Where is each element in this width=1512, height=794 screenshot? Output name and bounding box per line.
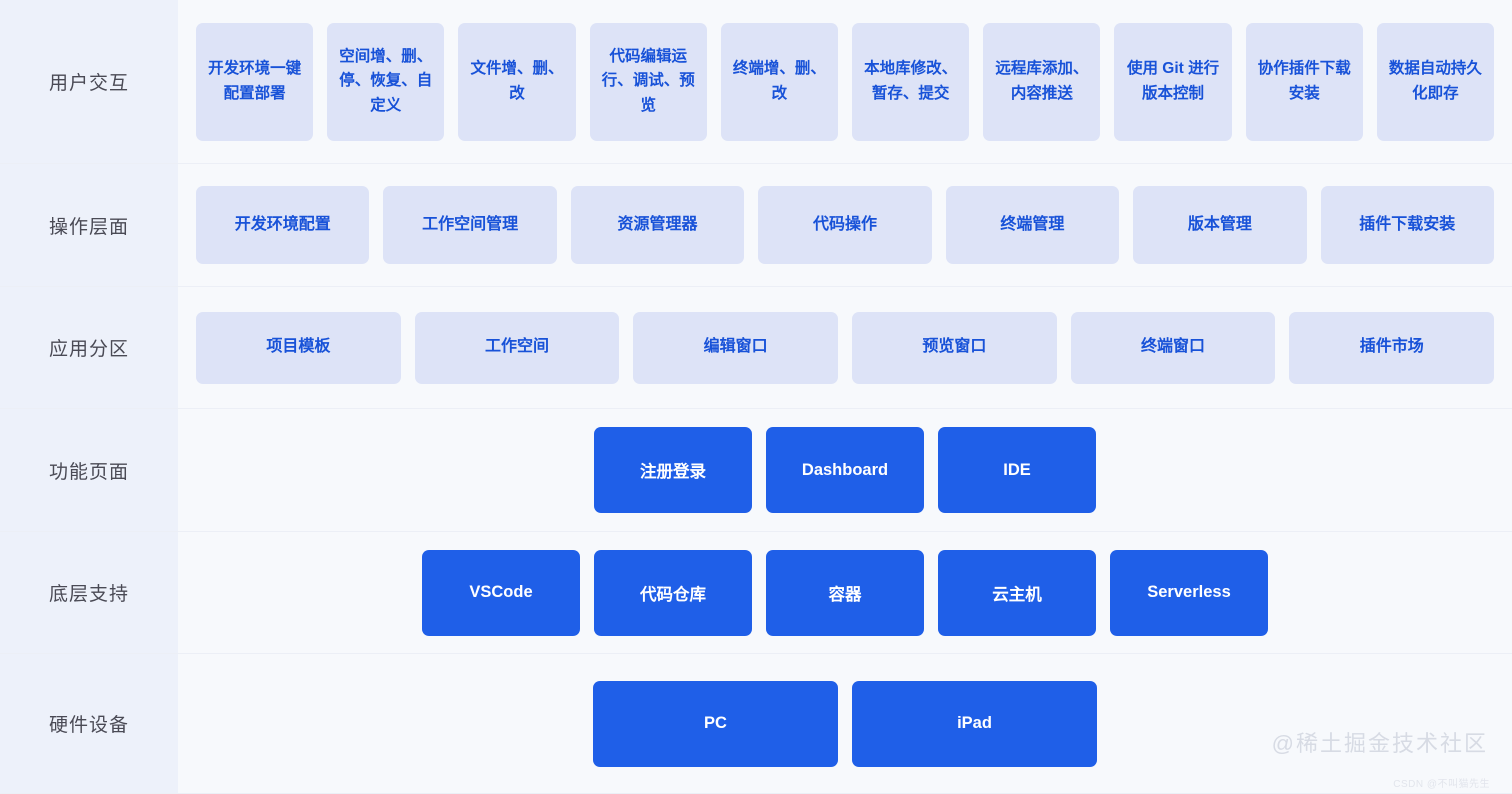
card-item[interactable]: 文件增、删、改: [458, 22, 576, 141]
row-label-app-zone: 应用分区: [0, 287, 178, 408]
card-item[interactable]: 代码仓库: [594, 549, 752, 636]
card-item[interactable]: 注册登录: [594, 427, 752, 513]
row-label-infrastructure: 底层支持: [0, 532, 178, 653]
card-item[interactable]: 开发环境配置: [196, 186, 370, 264]
card-item[interactable]: 开发环境一键配置部署: [196, 22, 314, 141]
card-item[interactable]: 终端管理: [945, 186, 1120, 264]
card-item[interactable]: VSCode: [422, 549, 580, 636]
row-body-app-zone: 项目模板 工作空间 编辑窗口 预览窗口 终端窗口 插件市场: [178, 287, 1512, 408]
card-item[interactable]: 项目模板: [196, 311, 401, 384]
card-item[interactable]: 空间增、删、停、恢复、自定义: [327, 22, 445, 141]
layer-row-function-page: 功能页面 注册登录 Dashboard IDE: [0, 409, 1512, 532]
card-item[interactable]: 插件市场: [1289, 311, 1495, 384]
card-item[interactable]: 本地库修改、暂存、提交: [852, 22, 970, 141]
card-item[interactable]: 终端增、删、改: [720, 22, 839, 141]
card-item[interactable]: 数据自动持久化即存: [1376, 22, 1495, 141]
card-item[interactable]: 插件下载安装: [1320, 186, 1494, 264]
card-item[interactable]: 远程库添加、内容推送: [983, 22, 1101, 141]
card-item[interactable]: 工作空间: [414, 311, 620, 384]
layer-row-hardware: 硬件设备 PC iPad: [0, 654, 1512, 794]
card-item[interactable]: 代码操作: [758, 186, 932, 264]
card-item[interactable]: 容器: [766, 549, 924, 636]
row-body-user-interaction: 开发环境一键配置部署 空间增、删、停、恢复、自定义 文件增、删、改 代码编辑运行…: [178, 0, 1512, 163]
layer-row-operation: 操作层面 开发环境配置 工作空间管理 资源管理器 代码操作 终端管理 版本管理 …: [0, 164, 1512, 287]
card-item[interactable]: 编辑窗口: [633, 311, 839, 384]
row-body-operation: 开发环境配置 工作空间管理 资源管理器 代码操作 终端管理 版本管理 插件下载安…: [178, 164, 1512, 286]
row-label-operation: 操作层面: [0, 164, 178, 286]
card-item[interactable]: IDE: [938, 427, 1096, 513]
layer-row-user-interaction: 用户交互 开发环境一键配置部署 空间增、删、停、恢复、自定义 文件增、删、改 代…: [0, 0, 1512, 164]
card-item[interactable]: 代码编辑运行、调试、预览: [589, 22, 707, 141]
card-item[interactable]: 工作空间管理: [383, 186, 557, 264]
card-item[interactable]: iPad: [852, 680, 1097, 767]
card-item[interactable]: 预览窗口: [852, 311, 1057, 384]
card-item[interactable]: 资源管理器: [570, 186, 745, 264]
card-item[interactable]: 使用 Git 进行版本控制: [1114, 22, 1232, 141]
card-item[interactable]: 协作插件下载安装: [1245, 22, 1363, 141]
row-label-function-page: 功能页面: [0, 409, 178, 531]
row-label-user-interaction: 用户交互: [0, 0, 178, 163]
layer-row-infrastructure: 底层支持 VSCode 代码仓库 容器 云主机 Serverless: [0, 532, 1512, 654]
card-item[interactable]: 终端窗口: [1070, 311, 1276, 384]
layer-row-app-zone: 应用分区 项目模板 工作空间 编辑窗口 预览窗口 终端窗口 插件市场: [0, 287, 1512, 409]
card-item[interactable]: PC: [593, 680, 838, 767]
card-item[interactable]: Dashboard: [766, 427, 924, 513]
card-item[interactable]: Serverless: [1110, 549, 1268, 636]
row-label-hardware: 硬件设备: [0, 654, 178, 793]
row-body-hardware: PC iPad: [178, 654, 1512, 793]
row-body-function-page: 注册登录 Dashboard IDE: [178, 409, 1512, 531]
row-body-infrastructure: VSCode 代码仓库 容器 云主机 Serverless: [178, 532, 1512, 653]
card-item[interactable]: 版本管理: [1133, 186, 1307, 264]
card-item[interactable]: 云主机: [938, 549, 1096, 636]
